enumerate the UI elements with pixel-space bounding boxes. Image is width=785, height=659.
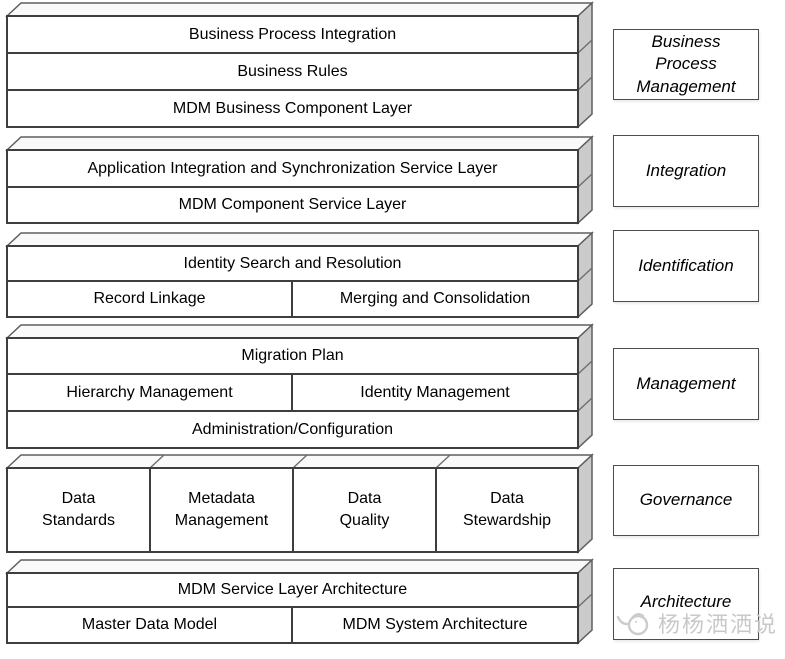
cell-mdm-system-architecture: MDM System Architecture	[342, 616, 528, 634]
right-label-governance: Governance	[613, 465, 759, 536]
right-label-architecture: Architecture	[613, 568, 759, 640]
cell-data-standards: Data Standards	[42, 490, 115, 529]
right-label-management: Management	[613, 348, 759, 420]
cell-identity-management: Identity Management	[360, 383, 510, 401]
cell-administration-configuration: Administration/Configuration	[192, 420, 393, 438]
cell-mdm-component-service-layer: MDM Component Service Layer	[178, 196, 407, 214]
cell-record-linkage: Record Linkage	[93, 290, 206, 308]
cell-master-data-model: Master Data Model	[81, 616, 218, 634]
cell-merging-and-consolidation: Merging and Consolidation	[339, 290, 531, 308]
chick-doodle-icon	[616, 613, 649, 636]
slab-faces	[6, 15, 579, 644]
cell-data-quality: Data Quality	[339, 490, 390, 529]
right-label-identification: Identification	[613, 230, 759, 302]
cell-business-rules: Business Rules	[237, 62, 348, 80]
cell-data-stewardship: Data Stewardship	[462, 490, 552, 529]
slab-sides	[577, 1, 593, 645]
cell-mdm-service-layer-architecture: MDM Service Layer Architecture	[177, 581, 408, 599]
right-label-integration: Integration	[613, 135, 759, 207]
cell-business-process-integration: Business Process Integration	[188, 25, 397, 43]
cell-metadata-management: Metadata Management	[174, 490, 269, 529]
cell-migration-plan: Migration Plan	[241, 347, 344, 365]
cell-mdm-business-component-layer: MDM Business Component Layer	[172, 99, 413, 117]
cell-identity-search-and-resolution: Identity Search and Resolution	[183, 254, 402, 272]
watermark: 杨杨洒洒说	[616, 607, 778, 639]
right-label-business-process-management: Business Process Management	[613, 29, 759, 100]
cell-hierarchy-management: Hierarchy Management	[66, 383, 233, 401]
cell-application-integration-sync-service-layer: Application Integration and Synchronizat…	[87, 159, 498, 177]
slab-edge-diagonals	[149, 39, 593, 608]
watermark-text: 杨杨洒洒说	[658, 612, 779, 637]
